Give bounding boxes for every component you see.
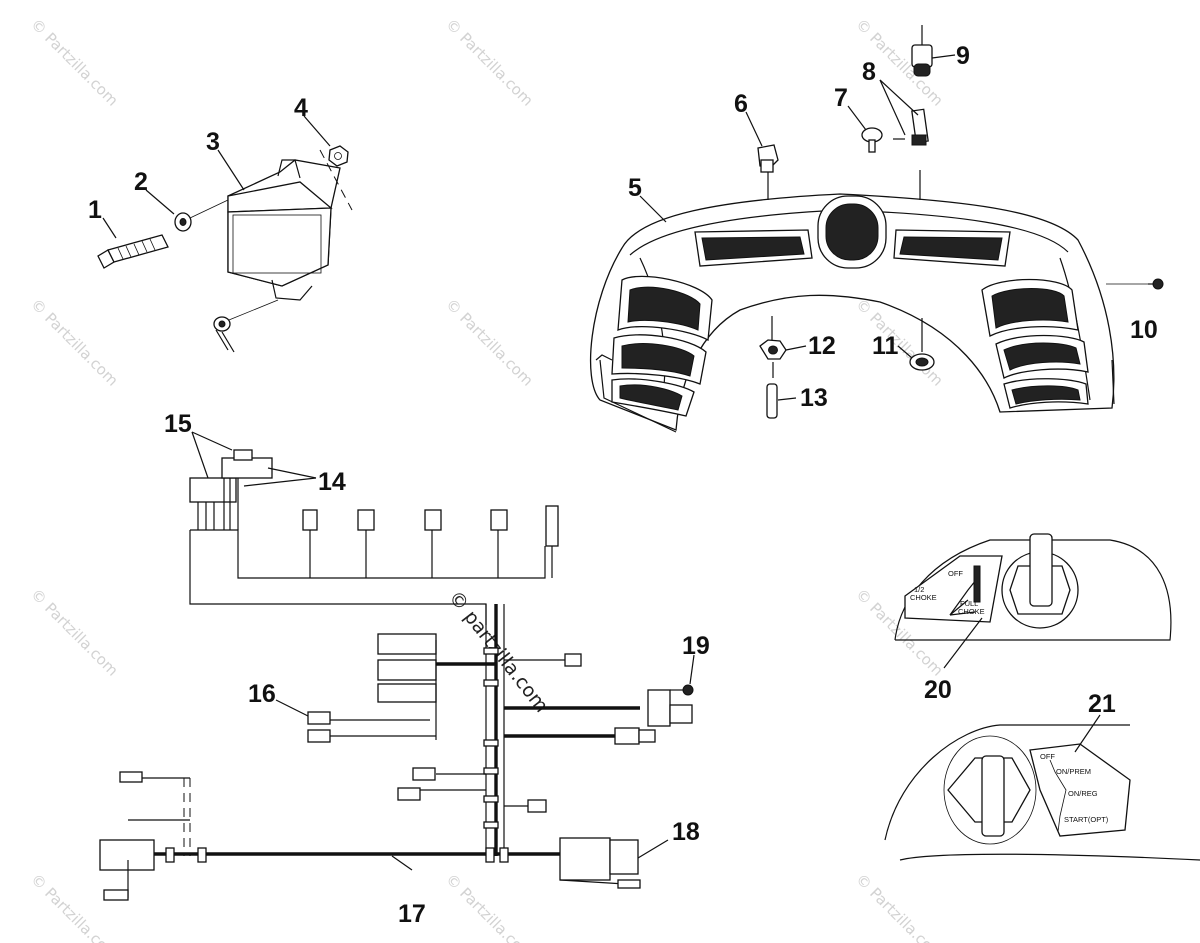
pin-part — [766, 362, 778, 419]
regulator-part — [227, 159, 341, 301]
rivet-part — [861, 127, 883, 153]
wiring-harness — [99, 449, 694, 901]
ignition-off-label: OFF — [1040, 752, 1055, 761]
choke-off-label: OFF — [948, 569, 963, 578]
callout-17: 17 — [398, 900, 426, 928]
watermark-text: © Partzilla.com — [442, 15, 537, 110]
ignition-on-reg-label: ON/REG — [1068, 789, 1098, 798]
nut-part-12 — [759, 316, 787, 360]
choke-panel: OFF 1/2 CHOKE FULL CHOKE — [894, 533, 1172, 641]
console-assembly — [590, 25, 1164, 433]
callout-8: 8 — [862, 58, 876, 86]
choke-half-label: 1/2 — [914, 585, 924, 594]
callout-6: 6 — [734, 90, 748, 118]
callout-4: 4 — [294, 94, 308, 122]
choke-full-sub-label: CHOKE — [958, 607, 985, 616]
choke-full-label: FULL — [960, 599, 978, 608]
callout-19: 19 — [682, 632, 710, 660]
fuse-holder-part — [893, 108, 929, 200]
watermark-text: © Partzilla.com — [442, 295, 537, 390]
callout-10: 10 — [1130, 316, 1158, 344]
callout-13: 13 — [800, 384, 828, 412]
bolt-part — [97, 234, 169, 269]
callout-1: 1 — [88, 196, 102, 224]
choke-half-sub-label: CHOKE — [910, 593, 937, 602]
ignition-start-label: START(OPT) — [1064, 815, 1109, 824]
callout-15: 15 — [164, 410, 192, 438]
lamp-part — [911, 25, 933, 77]
callout-2: 2 — [134, 168, 148, 196]
ignition-on-prem-label: ON/PREM — [1056, 767, 1091, 776]
grommet-part — [909, 318, 935, 371]
callout-14: 14 — [318, 468, 346, 496]
connector-block — [189, 449, 273, 530]
watermark-text: © Partzilla.com — [27, 870, 122, 943]
nut-part — [328, 145, 349, 167]
callout-7: 7 — [834, 84, 848, 112]
leader-lines — [102, 54, 1101, 871]
watermark-text: © Partzilla.com — [852, 870, 947, 943]
console-body — [590, 193, 1115, 433]
watermark-layer: © Partzilla.com © Partzilla.com © Partzi… — [27, 15, 947, 943]
callout-12: 12 — [808, 332, 836, 360]
watermark-text: © Partzilla.com — [27, 295, 122, 390]
callout-9: 9 — [956, 42, 970, 70]
callout-18: 18 — [672, 818, 700, 846]
callout-16: 16 — [248, 680, 276, 708]
washer-part — [174, 212, 192, 232]
watermark-text: © Partzilla.com — [442, 870, 537, 943]
callout-11: 11 — [872, 332, 899, 360]
callout-3: 3 — [206, 128, 220, 156]
watermark-text: © Partzilla.com — [27, 585, 122, 680]
regulator-assembly — [97, 145, 353, 353]
callout-20: 20 — [924, 676, 952, 704]
watermark-text: © Partzilla.com — [27, 15, 122, 110]
ignition-panel: OFF ON/PREM ON/REG START(OPT) — [884, 724, 1200, 861]
screw-part — [1106, 278, 1164, 290]
knob-part — [757, 144, 779, 200]
callout-21: 21 — [1088, 690, 1116, 718]
callout-5: 5 — [628, 174, 642, 202]
ring-terminal — [213, 299, 279, 353]
callout-layer: 1 2 3 4 5 6 7 8 9 10 11 12 13 14 15 16 1… — [88, 42, 1158, 928]
